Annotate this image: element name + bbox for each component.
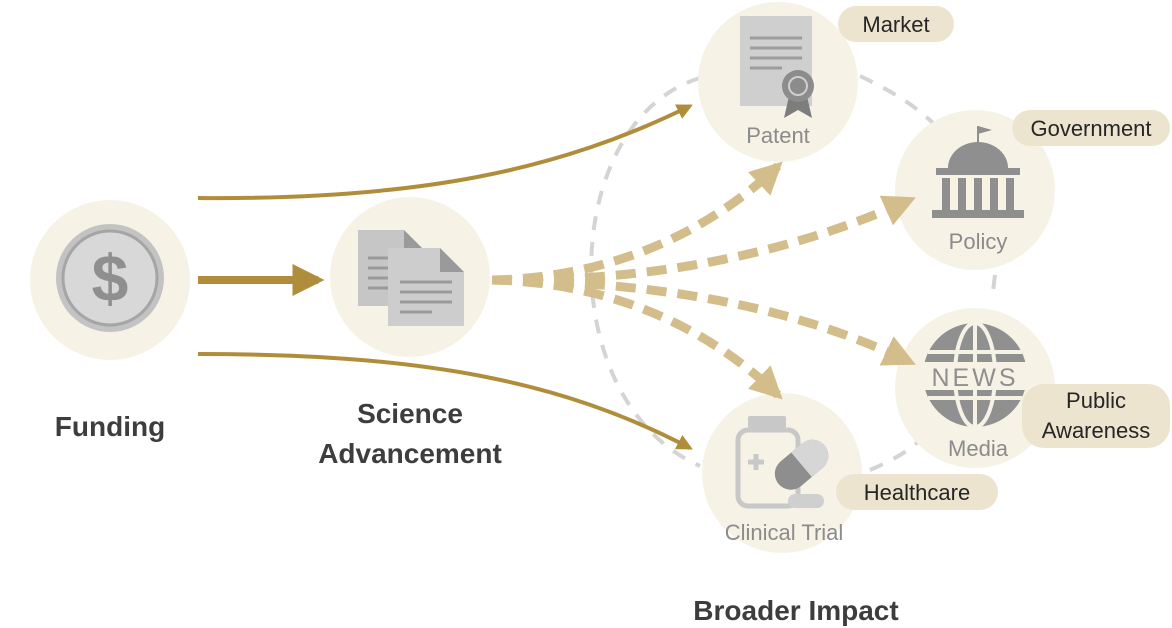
funding-to-clinical-arrow	[197, 352, 693, 450]
science-to-media-arrow	[491, 275, 916, 367]
media-label: Media	[948, 436, 1009, 461]
news-text: NEWS	[932, 364, 1019, 392]
science-label-line2: Advancement	[318, 438, 502, 469]
dollar-coin-icon: $	[56, 224, 164, 332]
policy-label: Policy	[949, 229, 1008, 254]
science-to-clinical-arrow	[491, 275, 783, 400]
tag-market-text: Market	[862, 12, 929, 37]
science-arrows	[491, 161, 916, 400]
documents-icon	[358, 230, 464, 326]
science-label-line1: Science	[357, 398, 463, 429]
government-building-icon	[932, 126, 1024, 218]
funding-label: Funding	[55, 411, 165, 442]
tag-government-text: Government	[1030, 116, 1151, 141]
funding-arrows	[197, 104, 693, 450]
tag-market: Market	[838, 6, 954, 42]
tag-public-line1: Public	[1066, 388, 1126, 413]
tag-public-awareness: Public Awareness	[1022, 384, 1170, 448]
news-globe-icon: NEWS	[922, 321, 1028, 429]
tag-healthcare: Healthcare	[836, 474, 998, 510]
certificate-icon	[740, 16, 814, 118]
funding-to-patent-arrow	[197, 104, 693, 201]
tag-government: Government	[1012, 110, 1170, 146]
tag-healthcare-text: Healthcare	[864, 480, 970, 505]
medicine-pill-icon	[735, 416, 829, 509]
broader-impact-label: Broader Impact	[693, 595, 898, 626]
dollar-glyph: $	[92, 241, 129, 315]
clinical-trial-label: Clinical Trial	[725, 520, 844, 545]
science-to-policy-arrow	[491, 195, 916, 285]
science-to-patent-arrow	[491, 161, 783, 285]
patent-label: Patent	[746, 123, 810, 148]
tag-public-line2: Awareness	[1042, 418, 1150, 443]
